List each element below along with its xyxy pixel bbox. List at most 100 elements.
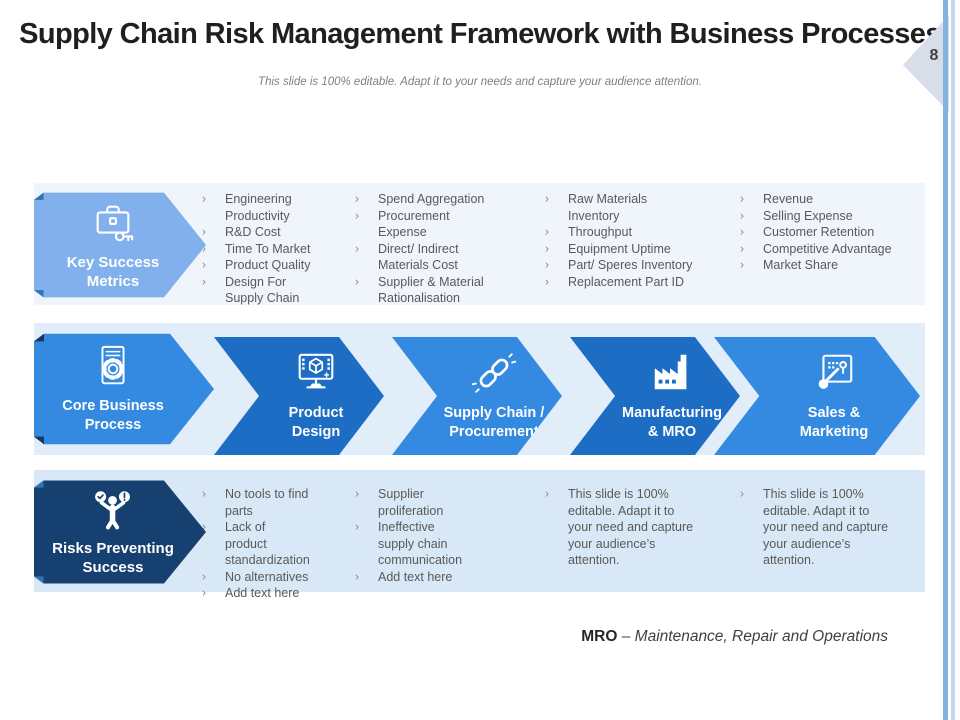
bullet-icon: › [740, 257, 744, 272]
bullet-icon: › [355, 486, 359, 501]
page-number: 8 [929, 47, 939, 64]
bullet-icon: › [202, 585, 206, 600]
ribbon-arrow-shape [34, 480, 206, 584]
list-item: › Market Share [740, 257, 892, 274]
list-item: › Spend Aggregation [355, 191, 490, 208]
step-label: Product Design [288, 405, 344, 440]
list-item-text: Product Quality [225, 258, 311, 272]
list-item-text: R&D Cost [225, 225, 281, 239]
bullet-icon: › [545, 486, 549, 501]
list-item-text: Engineering Productivity [225, 192, 292, 223]
list-item: › Supplier proliferation [355, 486, 469, 519]
briefcase-key-icon [96, 205, 134, 241]
list-item-text: Raw Materials Inventory [568, 192, 648, 223]
band-label: Risks Preventing Success [52, 539, 174, 576]
bullet-icon: › [202, 241, 206, 255]
list-item-text: Supplier proliferation [378, 487, 444, 518]
list-item: › Replacement Part ID [545, 274, 697, 291]
metrics-column-3: › Raw Materials Inventory › Throughput ›Equi… [545, 191, 697, 290]
list-item: › This slide is 100% editable. Adapt it t… [545, 486, 695, 569]
list-item: ›Ineffective supply chain communication [355, 519, 469, 569]
ribbon-arrow-shape [34, 333, 214, 445]
list-item: ›Equipment Uptime [545, 241, 697, 258]
list-item-text: Ineffective supply chain communication [378, 520, 463, 567]
bullet-icon: › [545, 191, 549, 206]
list-item: › Add text here [202, 585, 310, 602]
right-edge-bar-light [951, 0, 955, 720]
list-item: › Add text here [355, 569, 469, 586]
list-item: ›Supplier & Material Rationalisation [355, 274, 490, 307]
list-item-text: Customer Retention [763, 225, 875, 239]
list-item-text: Throughput [568, 225, 632, 239]
document-gear-icon [101, 345, 125, 384]
list-item-text: Replacement Part ID [568, 274, 685, 289]
step-label: Supply Chain / Procurement [443, 405, 545, 440]
metrics-column-4: ›Revenue›Selling Expense›Customer Retent… [740, 191, 892, 274]
list-item-text: Market Share [763, 258, 839, 272]
list-item-text: Part/ Speres Inventory [568, 258, 693, 272]
bullet-icon: › [740, 486, 744, 501]
list-item-text: No tools to find parts [225, 487, 309, 518]
chain-link-icon [471, 353, 517, 393]
sales-map-icon [818, 354, 853, 389]
page-title: Supply Chain Risk Management Framework w… [19, 18, 941, 50]
list-item-text: Spend Aggregation [378, 192, 485, 206]
bullet-icon: › [355, 191, 359, 206]
bullet-icon: › [740, 208, 744, 222]
list-item: › Raw Materials Inventory [545, 191, 697, 224]
monitor-cube-icon [298, 353, 334, 389]
step-label: Manufacturing & MRO [622, 405, 722, 440]
list-item-text: Revenue [763, 192, 814, 206]
list-item-text: Competitive Advantage [763, 241, 892, 256]
key-success-metrics-band: › Engineering Productivity › R&D Cost › Time … [34, 183, 925, 305]
bullet-icon: › [202, 224, 206, 239]
risks-column-1: › No tools to find parts › Lack of product … [202, 486, 310, 602]
list-item: ›Revenue [740, 191, 892, 208]
bullet-icon: › [202, 257, 206, 272]
footnote: MRO – Maintenance, Repair and Operations [581, 628, 888, 646]
core-business-process-ribbon: Core Business Process [34, 330, 214, 448]
list-item: ›Procurement Expense [355, 208, 490, 241]
metrics-column-2: ›Spend Aggregation›Procurement Expense›D… [355, 191, 490, 307]
list-item-text: Lack of product standardization [225, 520, 310, 567]
bullet-icon: › [740, 224, 744, 239]
risks-column-4: › This slide is 100% editable. Adapt it t… [740, 486, 890, 569]
bullet-icon: › [202, 519, 206, 534]
list-item-text: Design For Supply Chain [225, 274, 300, 306]
bullet-icon: › [355, 569, 359, 583]
list-item: › Lack of product standardization [202, 519, 310, 569]
list-item-text: Add text here [378, 569, 453, 584]
person-alert-icon [95, 490, 130, 529]
list-item: › Product Quality [202, 257, 327, 274]
list-item: ›No alternatives [202, 569, 310, 586]
list-item: › Time To Market [202, 241, 327, 258]
list-item-text: Supplier & Material Rationalisation [378, 274, 484, 306]
step-label: Sales & Marketing [799, 405, 869, 440]
list-item: ›Competitive Advantage [740, 241, 892, 258]
list-item: › Throughput [545, 224, 697, 241]
subtitle: This slide is 100% editable. Adapt it to… [258, 76, 702, 88]
list-item-text: No alternatives [225, 569, 309, 584]
right-edge-bar [943, 0, 948, 720]
list-item: › This slide is 100% editable. Adapt it t… [740, 486, 890, 569]
list-item-text: This slide is 100% editable. Adapt it to… [763, 487, 889, 567]
bullet-icon: › [202, 274, 206, 288]
bullet-icon: › [545, 241, 549, 255]
bullet-icon: › [545, 274, 549, 288]
page-corner-tab [903, 15, 949, 112]
bullet-icon: › [545, 224, 549, 239]
bullet-icon: › [355, 208, 359, 222]
footnote-term: MRO [581, 628, 618, 645]
step-label: Core Business Process [62, 397, 164, 433]
footnote-definition: – Maintenance, Repair and Operations [621, 628, 888, 645]
list-item-text: Time To Market [225, 241, 311, 256]
list-item: › Part/ Speres Inventory [545, 257, 697, 274]
bullet-icon: › [545, 257, 549, 272]
bullet-icon: › [202, 191, 206, 206]
list-item-text: Add text here [225, 586, 300, 600]
band-label: Key Success Metrics [66, 253, 160, 290]
list-item-text: This slide is 100% editable. Adapt it to… [568, 487, 694, 567]
list-item-text: Selling Expense [763, 208, 853, 223]
list-item: › R&D Cost [202, 224, 327, 241]
